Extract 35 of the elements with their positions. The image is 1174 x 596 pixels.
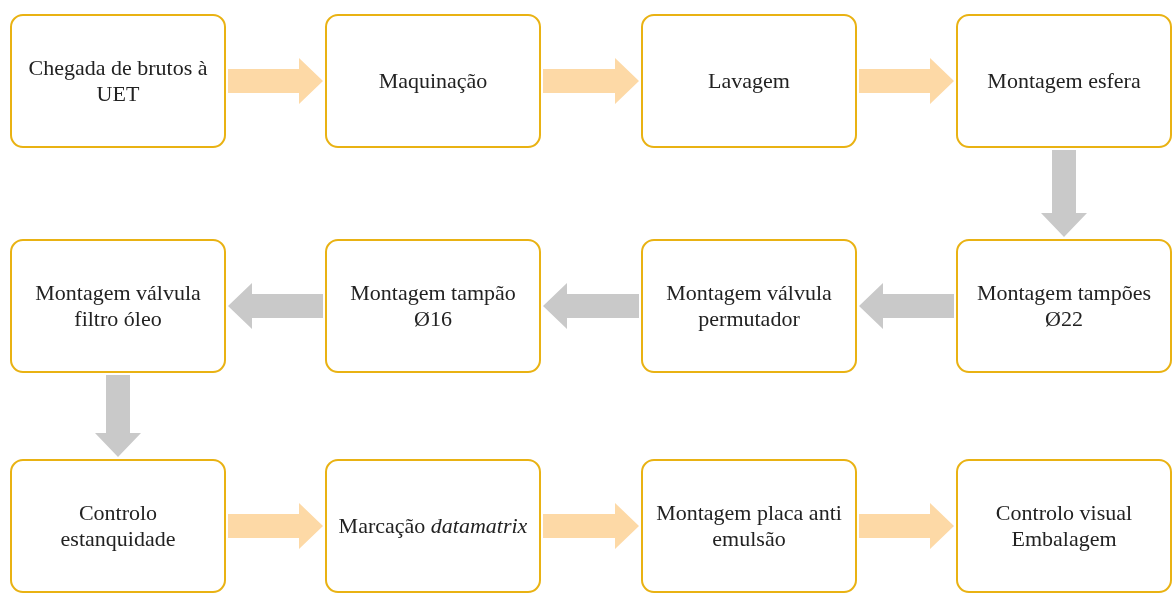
block-arrow	[543, 58, 639, 104]
step-label: Marcação datamatrix	[338, 512, 528, 540]
process-box	[325, 239, 541, 373]
block-arrow	[543, 503, 639, 549]
process-box	[956, 459, 1172, 593]
step-label: Montagem tampões Ø22	[975, 279, 1153, 333]
step-label: Montagem tampão Ø16	[349, 279, 517, 333]
process-box	[10, 239, 226, 373]
step-label: Controlo visual Embalagem	[994, 499, 1134, 553]
process-box	[956, 14, 1172, 148]
process-box	[325, 459, 541, 593]
block-arrow	[228, 503, 323, 549]
process-box	[956, 239, 1172, 373]
step-label: Maquinação	[378, 67, 488, 95]
process-box	[641, 14, 857, 148]
step-label: Controlo estanquidade	[59, 499, 177, 553]
block-arrow	[859, 283, 954, 329]
process-box	[10, 459, 226, 593]
step-label: Chegada de brutos à UET	[27, 54, 209, 108]
process-box	[641, 239, 857, 373]
step-label: Montagem válvula filtro óleo	[34, 279, 202, 333]
step-label: Lavagem	[708, 67, 790, 95]
block-arrow	[228, 283, 323, 329]
block-arrow	[859, 503, 954, 549]
block-arrow	[228, 58, 323, 104]
process-box	[641, 459, 857, 593]
step-label: Montagem esfera	[987, 67, 1141, 95]
step-label: Montagem válvula permutador	[665, 279, 833, 333]
process-box	[10, 14, 226, 148]
block-arrow	[95, 375, 141, 457]
step-label: Montagem placa anti emulsão	[655, 499, 843, 553]
block-arrow	[859, 58, 954, 104]
block-arrow	[1041, 150, 1087, 237]
process-box	[325, 14, 541, 148]
block-arrow	[543, 283, 639, 329]
